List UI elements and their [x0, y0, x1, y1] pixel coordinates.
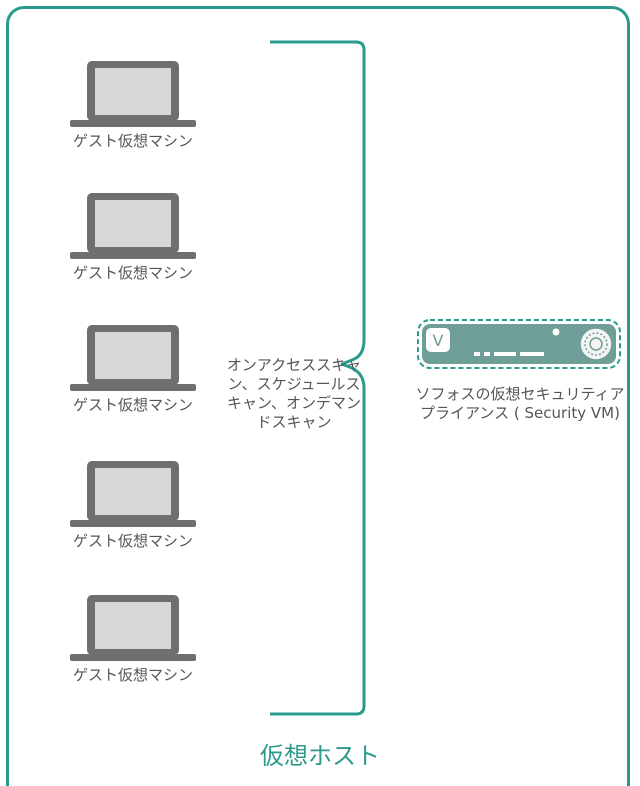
- guest-vm-4: ゲスト仮想マシン: [38, 458, 228, 551]
- guest-vm-label: ゲスト仮想マシン: [72, 532, 193, 550]
- guest-vm-5: ゲスト仮想マシン: [38, 592, 228, 685]
- security-vm-label: ソフォスの仮想セキュリティアプライアンス ( Security VM): [415, 385, 625, 422]
- scan-types-label: オンアクセススキャン、スケジュールスキャン、オンデマンドスキャン: [226, 356, 362, 431]
- guest-vm-1: ゲスト仮想マシン: [38, 58, 228, 151]
- appliance-badge: V: [433, 331, 444, 350]
- laptop-icon: [70, 325, 196, 391]
- virtual-host-label: 仮想ホスト: [260, 742, 380, 770]
- guest-vm-2: ゲスト仮想マシン: [38, 190, 228, 283]
- guest-vm-label: ゲスト仮想マシン: [72, 264, 193, 282]
- laptop-icon: [70, 61, 196, 127]
- laptop-icon: [70, 461, 196, 527]
- virtual-host-frame: [6, 6, 630, 786]
- guest-vm-label: ゲスト仮想マシン: [72, 666, 193, 684]
- guest-vm-label: ゲスト仮想マシン: [72, 132, 193, 150]
- laptop-icon: [70, 595, 196, 661]
- guest-vm-3: ゲスト仮想マシン: [38, 322, 228, 415]
- security-appliance-icon: V: [417, 319, 621, 369]
- laptop-icon: [70, 193, 196, 259]
- guest-vm-label: ゲスト仮想マシン: [72, 396, 193, 414]
